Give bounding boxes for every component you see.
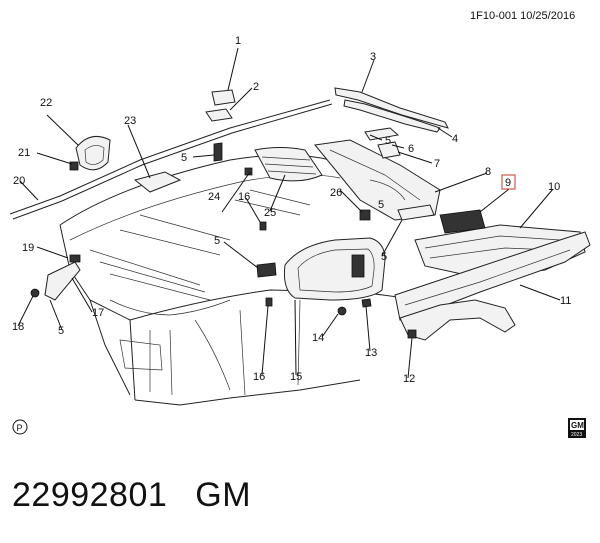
callout-19: 19 (22, 242, 34, 254)
callout-16-upper: 16 (238, 191, 250, 203)
callout-23: 23 (124, 115, 136, 127)
callout-13: 13 (365, 347, 377, 359)
callout-1: 1 (235, 35, 241, 47)
callout-17: 17 (92, 307, 104, 319)
callout-5-upper: 5 (385, 135, 391, 147)
callout-2: 2 (253, 81, 259, 93)
callout-5-center: 5 (214, 235, 220, 247)
callout-7: 7 (434, 158, 440, 170)
gm-logo: GM 2023 (568, 418, 586, 438)
callout-21: 21 (18, 147, 30, 159)
small-parts (30, 87, 486, 339)
callout-16-lower: 16 (253, 371, 265, 383)
callout-labels: 1 2 3 4 5 6 7 5 8 9 10 11 12 13 14 15 16… (12, 35, 571, 385)
callout-9-highlight (501, 174, 516, 190)
callout-25: 25 (264, 207, 276, 219)
circled-mark: P (12, 419, 28, 435)
callout-18: 18 (12, 321, 24, 333)
callout-5-lower-left: 5 (58, 325, 64, 337)
callout-20: 20 (13, 175, 25, 187)
callout-9: 9 (505, 177, 511, 189)
gm-logo-text: GM (571, 421, 584, 430)
brand-name: GM (195, 476, 252, 514)
center-trim-assembly (314, 139, 591, 341)
callout-22: 22 (40, 97, 52, 109)
callout-24: 24 (208, 191, 220, 203)
part-number-footer: 22992801 GM (12, 476, 251, 515)
diagram-code-date: 1F10-001 10/25/2016 (470, 10, 576, 22)
callout-6: 6 (408, 143, 414, 155)
callout-10: 10 (548, 181, 560, 193)
callout-5-top-left: 5 (181, 152, 187, 164)
callout-11: 11 (560, 295, 571, 307)
callout-14: 14 (312, 332, 324, 344)
callout-3: 3 (370, 51, 376, 63)
callout-15: 15 (290, 371, 302, 383)
instrument-cluster (284, 237, 386, 301)
callout-5-right: 5 (381, 251, 387, 263)
gm-logo-year: 2023 (571, 432, 582, 438)
leader-lines (17, 47, 561, 379)
callout-4: 4 (452, 133, 458, 145)
callout-8: 8 (485, 166, 491, 178)
callout-12: 12 (403, 373, 415, 385)
circled-mark-letter: P (17, 423, 23, 433)
callout-5-mid-right: 5 (378, 199, 384, 211)
callout-26: 26 (330, 187, 342, 199)
part-number: 22992801 (12, 476, 168, 514)
